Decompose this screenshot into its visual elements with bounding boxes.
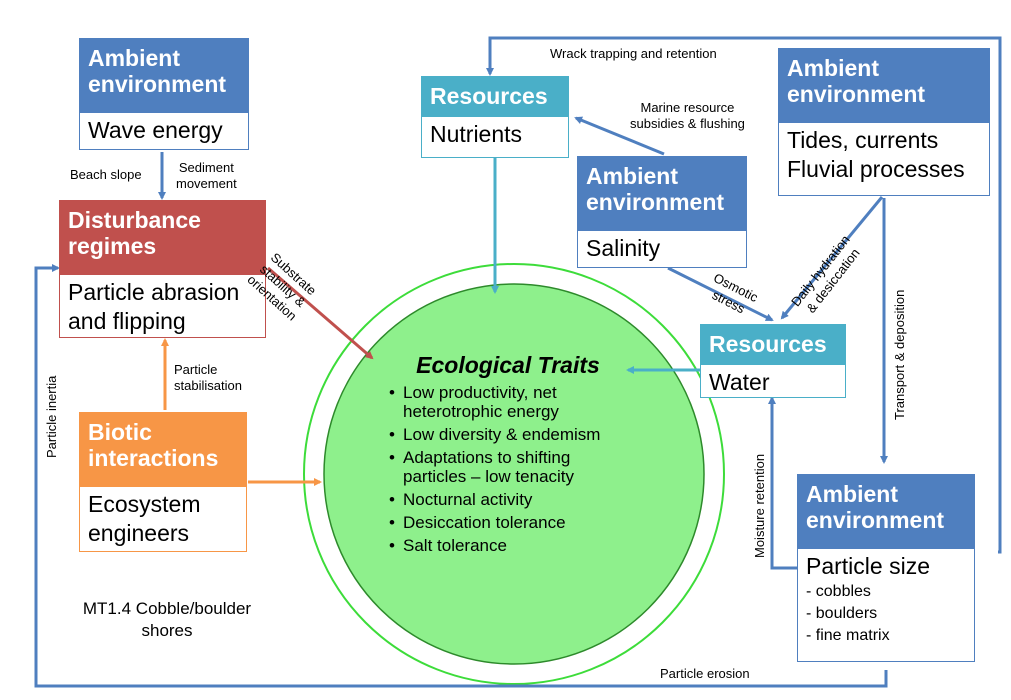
trait-item: Low diversity & endemism [383,425,633,444]
arrow-marine-subsidies [574,116,665,156]
salinity-box: Ambient environment Salinity [577,156,747,268]
box-header: Biotic interactions [80,413,246,487]
trait-item: Desiccation tolerance [383,513,633,532]
box-header: Resources [701,325,845,365]
box-header: Ambient environment [80,39,248,113]
tides-line-2: Fluvial processes [787,156,965,182]
box-header: Ambient environment [578,157,746,231]
wave-energy-box: Ambient environment Wave energy [79,38,249,150]
arrow-osmotic-stress [667,266,774,322]
label-wrack-trapping: Wrack trapping and retention [550,46,717,61]
label-marine-subsidies: Marine resource subsidies & flushing [630,100,745,132]
ecological-traits: Ecological Traits Low productivity, net … [383,352,633,559]
box-body: Particle abrasion and flipping [68,279,240,334]
label-line: movement [176,176,237,191]
particle-size-box: Ambient environment Particle size - cobb… [797,474,975,662]
box-body: Wave energy [88,117,223,143]
label-line: Particle [174,362,218,377]
arrow-particle-inertia [34,264,888,688]
label-particle-erosion: Particle erosion [660,666,750,681]
trait-item: Low productivity, net heterotrophic ener… [383,383,633,421]
label-line: stabilisation [174,378,242,393]
particle-item: - boulders [806,605,878,622]
label-line: Sediment [178,160,234,175]
water-resources-box: Resources Water [700,324,846,398]
biotic-interactions-box: Biotic interactions Ecosystem engineers [79,412,247,552]
arrow-daily-hydration [780,196,884,320]
arrow-disturbance-to-traits [267,266,374,360]
tides-currents-box: Ambient environment Tides, currents Fluv… [778,48,990,196]
box-header: Ambient environment [779,49,989,123]
box-body: Tides, currents Fluvial processes [779,123,989,187]
arrow-moisture-retention [768,396,797,570]
label-particle-inertia: Particle inertia [44,375,59,458]
particle-item: - cobbles [806,583,871,600]
label-line: Marine resource [640,100,735,115]
box-body: Nutrients [430,121,523,147]
box-header: Disturbance regimes [60,201,265,275]
label-sediment-movement: Sediment movement [176,160,237,192]
particle-item: - fine matrix [806,627,890,644]
arrow-wrack-trapping [486,36,1002,554]
diagram-caption: MT1.4 Cobble/boulder shores [62,598,272,642]
tides-line-1: Tides, currents [787,127,939,153]
trait-item: Salt tolerance [383,536,633,555]
box-header: Ambient environment [798,475,974,549]
traits-title: Ecological Traits [416,352,600,378]
label-particle-stabilisation: Particle stabilisation [174,362,242,394]
traits-list: Low productivity, net heterotrophic ener… [383,383,633,555]
box-body: Salinity [586,235,661,261]
box-body: Particle size - cobbles - boulders - fin… [798,549,974,650]
box-body: Water [709,369,770,395]
trait-item: Nocturnal activity [383,490,633,509]
disturbance-regimes-box: Disturbance regimes Particle abrasion an… [59,200,266,338]
box-header: Resources [422,77,568,117]
nutrients-resources-box: Resources Nutrients [421,76,569,158]
box-body: Ecosystem engineers [88,491,201,546]
caption-line: MT1.4 Cobble/boulder [82,599,252,618]
label-line: subsidies & flushing [630,116,745,131]
label-moisture-retention: Moisture retention [752,453,767,558]
label-beach-slope: Beach slope [70,167,142,182]
particle-size-title: Particle size [806,553,930,579]
caption-line: shores [141,621,193,640]
traits-outer-ring [303,263,725,685]
label-transport-deposition: Transport & deposition [892,289,907,420]
trait-item: Adaptations to shifting particles – low … [383,448,633,486]
